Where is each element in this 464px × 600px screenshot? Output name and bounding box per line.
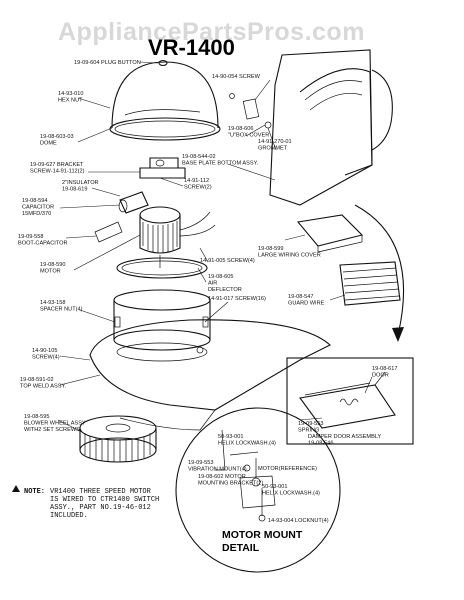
plug-button-shape — [158, 59, 168, 67]
capacitor-part — [94, 191, 149, 243]
air-deflector-part — [113, 257, 211, 351]
warning-triangle-icon — [12, 485, 20, 492]
label-motor-ref: MOTOR(REFERENCE) — [258, 466, 317, 472]
housing-part — [229, 49, 393, 206]
motor-part — [139, 206, 216, 268]
diagram-title: VR-1400 — [148, 35, 235, 60]
guard-wire-part — [339, 261, 401, 306]
label-screw-16: 14-91-017 SCREW(16) — [208, 296, 266, 302]
label-screw-054: 14-90-054 SCREW — [212, 74, 261, 80]
arrow-head — [392, 327, 404, 342]
leader-lines — [57, 61, 373, 433]
label-screw-005: 14-91-005 SCREW(4) — [200, 258, 255, 264]
wiring-cover-part — [296, 214, 364, 253]
watermark: AppliancePartsPros.com — [58, 18, 365, 46]
top-weld-plate — [89, 319, 331, 431]
bracket-part — [139, 157, 186, 179]
label-plug-button: 19-09-604 PLUG BUTTON — [74, 60, 141, 66]
label-plug-cover: 19-08-606"U"BOX COVER — [228, 126, 269, 138]
direction-arrow — [354, 204, 405, 336]
blower-wheel-part — [79, 415, 157, 463]
motor-mount-detail — [175, 407, 341, 573]
dome-part — [109, 59, 221, 141]
damper-box — [286, 357, 414, 445]
note-tag: NOTE: — [24, 488, 45, 496]
label-locknut: 14-93-004 LOCKNUT(4) — [268, 518, 329, 524]
